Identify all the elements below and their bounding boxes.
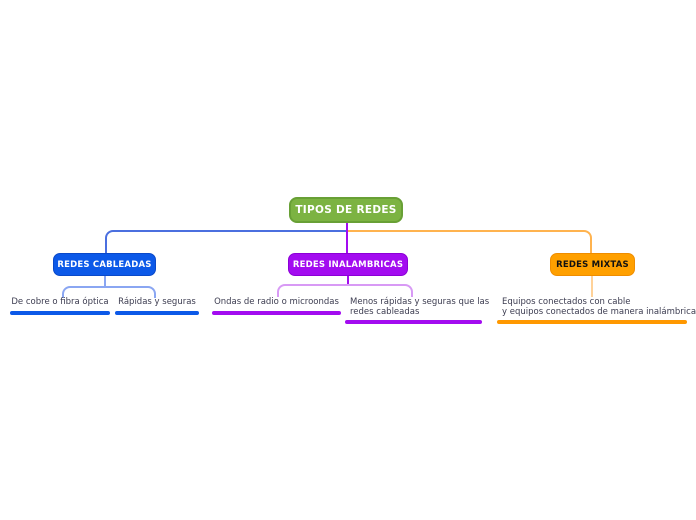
node-redes-mixtas-label: REDES MIXTAS <box>556 259 629 270</box>
leaf-text: Equipos conectados con cable y equipos c… <box>502 297 696 317</box>
node-redes-cableadas[interactable]: REDES CABLEADAS <box>53 253 156 276</box>
connector-inalambricas-children-stub <box>347 276 349 286</box>
leaf-text: Rápidas y seguras <box>118 297 196 307</box>
connector-root-to-inalambricas <box>346 223 348 254</box>
connector-cableadas-children-stub <box>104 276 106 288</box>
node-root-tipos-de-redes[interactable]: TIPOS DE REDES <box>289 197 403 223</box>
node-redes-inalambricas[interactable]: REDES INALAMBRICAS <box>288 253 408 276</box>
connector-root-to-mixtas <box>348 230 592 254</box>
leaf-underline-purple <box>345 320 482 324</box>
node-redes-cableadas-label: REDES CABLEADAS <box>57 259 152 270</box>
node-redes-inalambricas-label: REDES INALAMBRICAS <box>292 259 404 270</box>
leaf-underline-blue <box>10 310 110 315</box>
leaf-text: De cobre o fibra óptica <box>11 297 109 307</box>
connector-root-to-cableadas <box>105 230 346 254</box>
node-redes-mixtas[interactable]: REDES MIXTAS <box>550 253 635 276</box>
connector-mixtas-child-stub <box>591 276 593 297</box>
leaf-equipos-conectados[interactable]: Equipos conectados con cable y equipos c… <box>497 297 696 324</box>
connector-inalambricas-children-bar <box>277 284 413 297</box>
leaf-text: Menos rápidas y seguras que las redes ca… <box>350 297 490 317</box>
leaf-rapidas-y-seguras[interactable]: Rápidas y seguras <box>115 297 199 315</box>
leaf-underline-purple <box>212 310 341 315</box>
leaf-menos-rapidas-y-seguras[interactable]: Menos rápidas y seguras que las redes ca… <box>345 297 490 324</box>
leaf-cobre-o-fibra-optica[interactable]: De cobre o fibra óptica <box>10 297 110 315</box>
node-root-label: TIPOS DE REDES <box>295 204 397 216</box>
leaf-text: Ondas de radio o microondas <box>214 297 339 307</box>
leaf-underline-blue <box>115 310 199 315</box>
leaf-ondas-de-radio[interactable]: Ondas de radio o microondas <box>212 297 341 315</box>
leaf-underline-orange <box>497 320 687 324</box>
